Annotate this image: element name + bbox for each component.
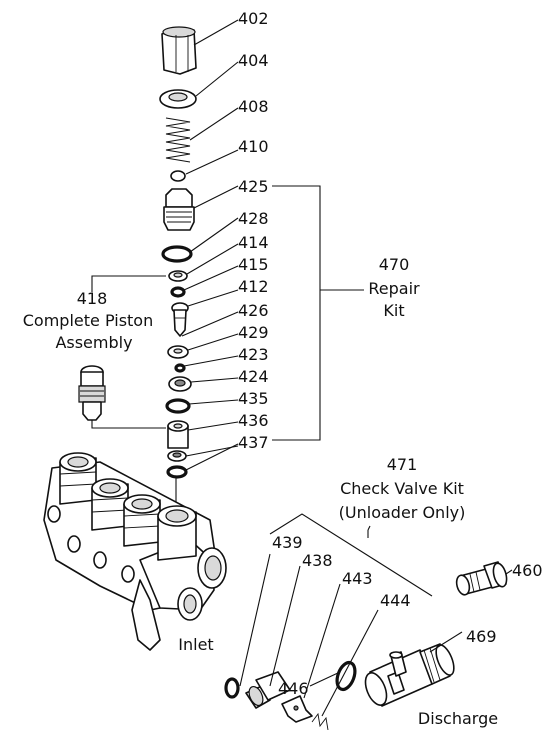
callout-446: 446 [278, 679, 309, 698]
check-valve-kit-line2: (Unloader Only) [339, 503, 466, 522]
inlet-label: Inlet [178, 635, 213, 654]
part-469-tee-fitting [364, 643, 455, 707]
callout-428: 428 [238, 209, 269, 228]
part-437-seal [166, 450, 188, 479]
check-valve-kit-line1: Check Valve Kit [340, 479, 464, 498]
callout-412: 412 [238, 277, 269, 296]
callout-469: 469 [466, 627, 497, 646]
piston-assembly-line1: Complete Piston [23, 311, 153, 330]
part-444-spring [311, 712, 329, 730]
part-438-valve-body [245, 671, 291, 709]
leader-lines [91, 19, 513, 717]
part-435-o-ring [165, 398, 191, 414]
part-414-washer [168, 270, 188, 282]
callout-410: 410 [238, 137, 269, 156]
callout-424: 424 [238, 367, 269, 386]
check-valve-kit-number: 471 [387, 455, 418, 474]
callout-439: 439 [272, 533, 303, 552]
part-460-fitting [455, 561, 508, 596]
part-415-ring [170, 286, 186, 298]
part-410-ball [170, 170, 186, 182]
piston-assembly-caption: 418 Complete Piston Assembly [23, 289, 153, 352]
callout-408: 408 [238, 97, 269, 116]
part-408-spring [165, 117, 191, 163]
part-443-poppet [281, 695, 313, 723]
callout-437: 437 [238, 433, 269, 452]
part-402-cap-nut [161, 26, 197, 75]
callout-435: 435 [238, 389, 269, 408]
callout-426: 426 [238, 301, 269, 320]
repair-kit-line2: Kit [383, 301, 404, 320]
part-428-o-ring [161, 245, 193, 263]
piston-assembly-number: 418 [77, 289, 108, 308]
part-424-seal [168, 376, 192, 392]
part-423-ring [174, 363, 186, 373]
callout-404: 404 [238, 51, 269, 70]
callout-numbers: 402 404 408 410 425 428 414 415 412 426 … [238, 9, 543, 698]
piston-assembly-line2: Assembly [55, 333, 132, 352]
callout-429: 429 [238, 323, 269, 342]
repair-kit-caption: 470 Repair Kit [368, 255, 420, 320]
repair-kit-number: 470 [379, 255, 410, 274]
callout-423: 423 [238, 345, 269, 364]
callout-438: 438 [302, 551, 333, 570]
check-valve-kit-caption: 471 Check Valve Kit (Unloader Only) [339, 455, 466, 522]
part-436-sleeve [167, 420, 189, 449]
discharge-label: Discharge [418, 709, 498, 728]
callout-460: 460 [512, 561, 543, 580]
manifold-body [43, 452, 227, 651]
callout-414: 414 [238, 233, 269, 252]
callout-443: 443 [342, 569, 373, 588]
part-404-ring [159, 89, 197, 109]
part-429-washer [167, 345, 189, 359]
callout-436: 436 [238, 411, 269, 430]
repair-kit-line1: Repair [368, 279, 420, 298]
callout-415: 415 [238, 255, 269, 274]
callout-444: 444 [380, 591, 411, 610]
part-425-valve-plug [163, 188, 195, 231]
callout-402: 402 [238, 9, 269, 28]
part-418-piston-assembly [78, 365, 106, 421]
part-412-poppet [171, 302, 189, 337]
o-ring-439-shape [224, 677, 240, 699]
callout-425: 425 [238, 177, 269, 196]
